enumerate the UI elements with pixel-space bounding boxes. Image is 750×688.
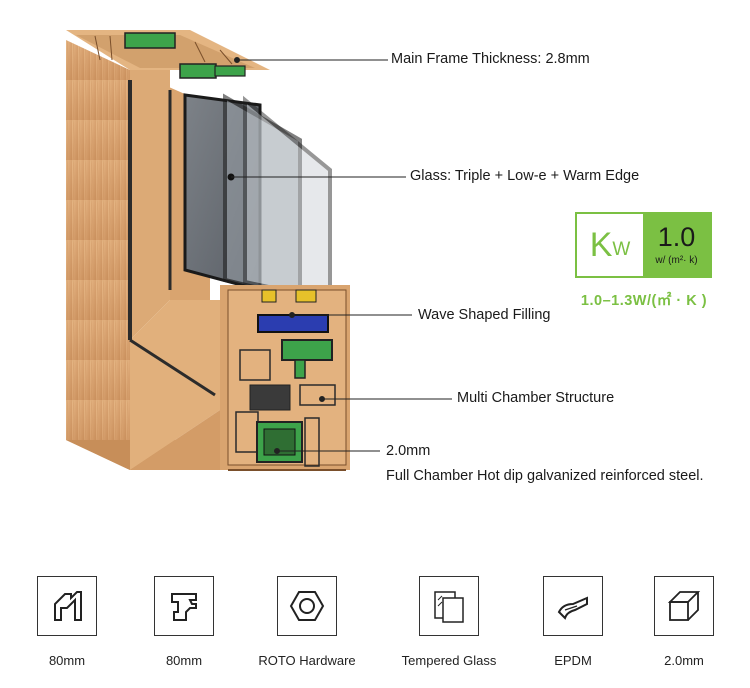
triple-glass: [183, 93, 332, 303]
callout-multi-chamber: Multi Chamber Structure: [457, 390, 615, 406]
epdm-gasket-icon: [543, 576, 603, 636]
callout-frame-thickness: Main Frame Thickness: 2.8mm: [391, 51, 590, 67]
sash-80mm-profile-icon: [154, 576, 214, 636]
feature-label: 80mm: [48, 653, 86, 668]
feature-frame-80mm: 80mm: [15, 576, 119, 668]
feature-steel-2mm: 2.0mm: [632, 576, 736, 668]
leader-lines: [231, 57, 452, 454]
kw-symbol-k: K: [589, 226, 613, 264]
lower-profile: [220, 285, 350, 471]
callout-steel-description: Full Chamber Hot dip galvanized reinforc…: [386, 468, 704, 484]
kw-value-panel: 1.0 w/ (m²· k): [643, 214, 710, 276]
feature-roto-hardware: ROTO Hardware: [255, 576, 359, 668]
kw-range-text: 1.0–1.3W/(㎡ · K ): [580, 293, 708, 309]
feature-label: 80mm: [165, 653, 203, 668]
callout-steel-thickness: 2.0mm: [386, 443, 431, 459]
feature-epdm: EPDM: [521, 576, 625, 668]
kw-value: 1.0: [657, 222, 696, 252]
feature-label: Tempered Glass: [401, 653, 497, 668]
feature-sash-80mm: 80mm: [132, 576, 236, 668]
callout-wave-filling: Wave Shaped Filling: [418, 307, 551, 323]
kw-unit: w/ (m²· k): [655, 255, 698, 266]
frame-80mm-profile-icon: [37, 576, 97, 636]
hex-nut-icon: [277, 576, 337, 636]
feature-label: ROTO Hardware: [258, 653, 356, 668]
tempered-glass-icon: [419, 576, 479, 636]
sash-outline: [128, 80, 216, 397]
kw-symbol-w: W: [612, 239, 631, 260]
feature-label: EPDM: [554, 653, 592, 668]
feature-label: 2.0mm: [664, 653, 704, 668]
callout-glass: Glass: Triple + Low-e + Warm Edge: [410, 168, 640, 184]
steel-bar-icon: [654, 576, 714, 636]
feature-tempered-glass: Tempered Glass: [397, 576, 501, 668]
